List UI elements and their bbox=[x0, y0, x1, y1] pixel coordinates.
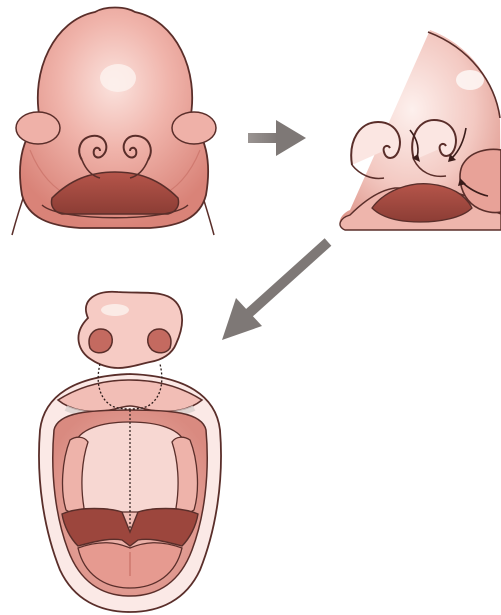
right-maxillary-prominence bbox=[172, 112, 216, 144]
arrow-right bbox=[248, 120, 306, 156]
nose-and-palate-view bbox=[39, 292, 221, 612]
arrow-down-left bbox=[222, 242, 328, 340]
embryo-face-front-view bbox=[12, 8, 216, 236]
right-nostril bbox=[148, 329, 171, 353]
embryo-face-side-view bbox=[340, 30, 501, 230]
nose bbox=[78, 292, 182, 368]
left-nostril bbox=[89, 329, 112, 353]
left-maxillary-prominence bbox=[16, 112, 60, 144]
